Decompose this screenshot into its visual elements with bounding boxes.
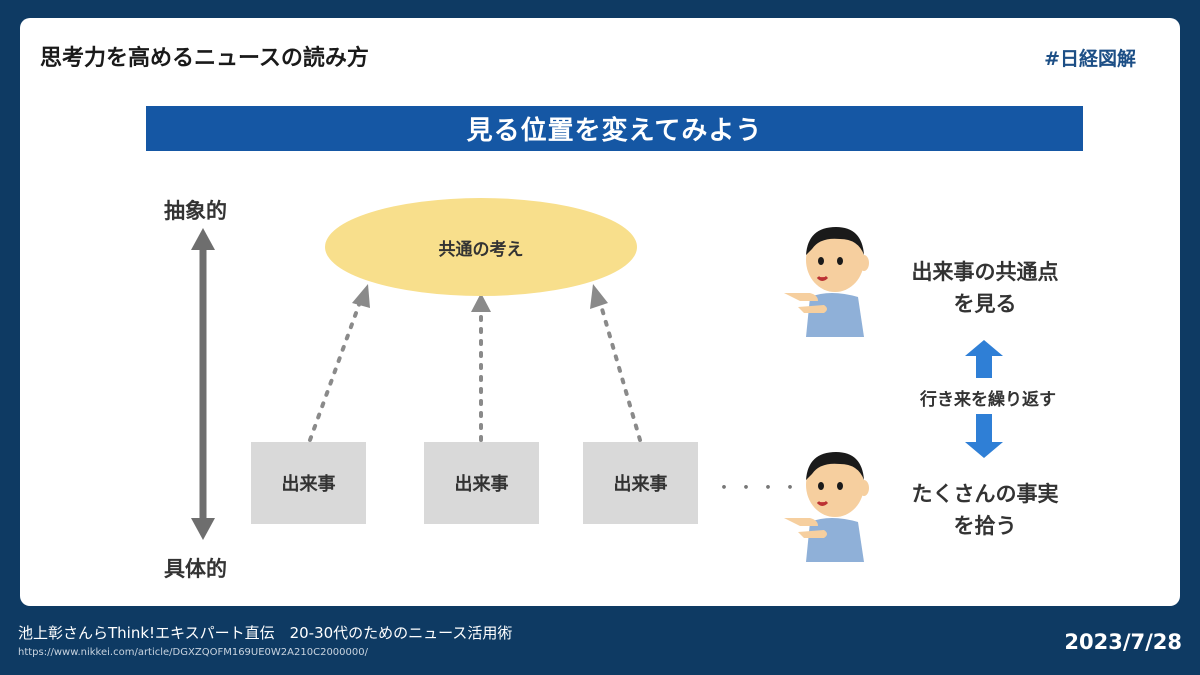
event-box-2: 出来事 <box>424 442 539 524</box>
loop-arrow-up <box>965 340 1003 378</box>
bottom-caption: たくさんの事実 を拾う <box>895 478 1075 542</box>
publish-date: 2023/7/28 <box>1064 630 1182 654</box>
bottom-caption-line2: を拾う <box>953 514 1017 538</box>
common-idea-ellipse: 共通の考え <box>325 198 637 296</box>
page-title: 思考力を高めるニュースの読み方 <box>40 46 369 71</box>
source-url-link[interactable]: https://www.nikkei.com/article/DGXZQOFM1… <box>18 647 368 658</box>
bottom-caption-line1: たくさんの事実 <box>911 482 1059 506</box>
dotted-arrow-center <box>471 293 491 442</box>
dotted-arrow-left <box>308 284 370 442</box>
hashtag-label: #日経図解 <box>1044 48 1136 70</box>
common-idea-label: 共通の考え <box>438 239 524 260</box>
continuation-dots: ・・・・・ <box>715 478 825 499</box>
axis-bottom-label: 具体的 <box>164 557 227 581</box>
event-box-1: 出来事 <box>251 442 366 524</box>
vertical-axis-arrow <box>191 228 215 540</box>
dotted-arrow-right <box>590 284 642 442</box>
top-caption-line1: 出来事の共通点 <box>911 260 1059 284</box>
event-label: 出来事 <box>281 474 336 495</box>
axis-top-label: 抽象的 <box>164 199 227 223</box>
person-pointing-icon <box>784 227 869 337</box>
event-label: 出来事 <box>613 474 668 495</box>
loop-arrow-down <box>965 414 1003 458</box>
person-pointing-icon <box>784 452 869 562</box>
top-caption-line2: を見る <box>953 292 1017 316</box>
top-caption: 出来事の共通点 を見る <box>895 256 1075 320</box>
event-label: 出来事 <box>454 474 509 495</box>
event-box-3: 出来事 <box>583 442 698 524</box>
banner-heading: 見る位置を変えてみよう <box>146 106 1083 151</box>
source-title: 池上彰さんらThink!エキスパート直伝 20-30代のためのニュース活用術 <box>18 624 513 642</box>
loop-label: 行き来を繰り返す <box>920 390 1056 410</box>
